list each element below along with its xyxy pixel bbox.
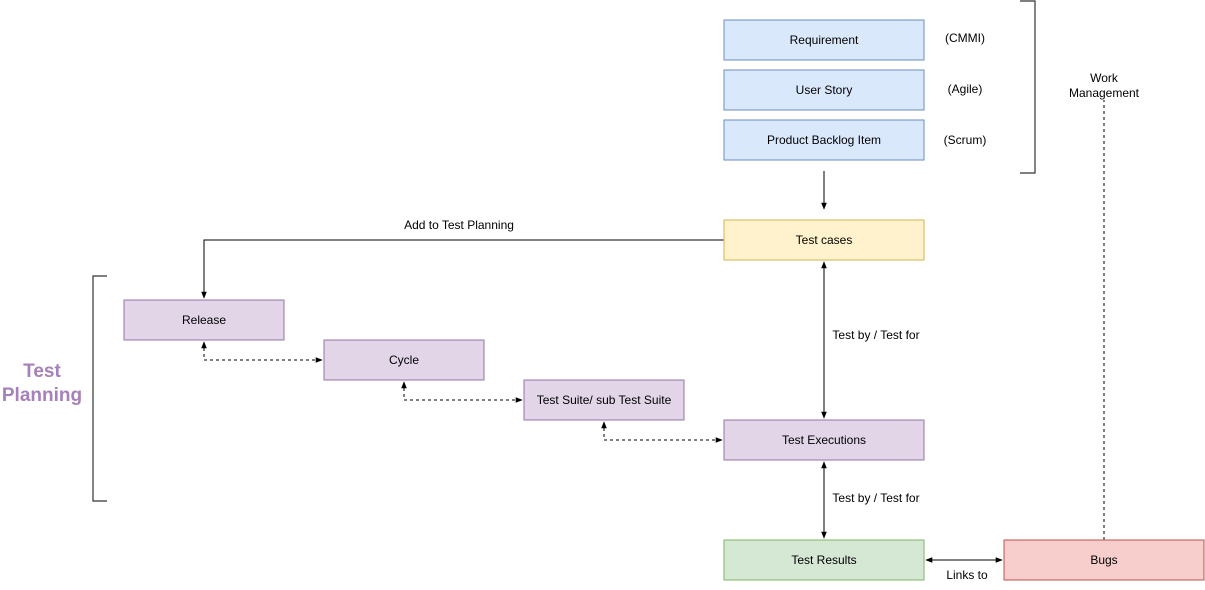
node-release[interactable]: Release <box>123 299 285 341</box>
node-product-backlog-item[interactable]: Product Backlog Item <box>723 119 925 161</box>
edge-testcases-to-release <box>201 239 724 299</box>
node-test-suite[interactable]: Test Suite/ sub Test Suite <box>523 379 685 421</box>
test-planning-heading-line1: Test <box>23 361 61 382</box>
node-test-results[interactable]: Test Results <box>723 539 925 581</box>
work-management-label-line2: Management <box>1069 86 1140 100</box>
product-backlog-item-label: Product Backlog Item <box>767 133 881 147</box>
work-management-label-line1: Work <box>1090 71 1119 85</box>
links-to-label: Links to <box>946 568 988 582</box>
test-planning-heading-line2: Planning <box>2 385 82 406</box>
test-by-test-for-label-2: Test by / Test for <box>832 491 919 505</box>
bugs-label: Bugs <box>1090 553 1117 567</box>
scrum-annotation: (Scrum) <box>944 133 987 147</box>
test-cases-label: Test cases <box>796 233 853 247</box>
requirement-label: Requirement <box>790 33 859 47</box>
cmmi-annotation: (CMMI) <box>945 31 985 45</box>
add-to-test-planning-label: Add to Test Planning <box>404 218 514 232</box>
cycle-label: Cycle <box>389 353 419 367</box>
node-bugs[interactable]: Bugs <box>1003 539 1205 581</box>
annotations: (CMMI) (Agile) (Scrum) Work Management A… <box>404 31 1140 582</box>
connectors <box>201 100 1105 563</box>
test-by-test-for-label-1: Test by / Test for <box>832 328 919 342</box>
cycle-box <box>323 339 485 381</box>
test-executions-label: Test Executions <box>782 433 866 447</box>
test-results-label: Test Results <box>791 553 856 567</box>
edge-cycle-suite <box>401 381 523 403</box>
node-user-story[interactable]: User Story <box>723 69 925 111</box>
test-results-box <box>723 539 925 581</box>
test-planning-heading: Test Planning <box>2 361 82 406</box>
test-cases-box <box>723 219 925 261</box>
agile-annotation: (Agile) <box>948 82 983 96</box>
bugs-box <box>1003 539 1205 581</box>
product-backlog-item-box <box>723 119 925 161</box>
release-label: Release <box>182 313 226 327</box>
test-suite-label: Test Suite/ sub Test Suite <box>537 393 672 407</box>
requirement-box <box>723 19 925 61</box>
work-management-bracket <box>1020 0 1036 174</box>
test-planning-bracket <box>92 275 107 502</box>
node-requirement[interactable]: Requirement <box>723 19 925 61</box>
edge-release-cycle <box>201 341 323 363</box>
node-test-cases[interactable]: Test cases <box>723 219 925 261</box>
user-story-label: User Story <box>796 83 853 97</box>
node-cycle[interactable]: Cycle <box>323 339 485 381</box>
user-story-box <box>723 69 925 111</box>
test-suite-box <box>523 379 685 421</box>
release-box <box>123 299 285 341</box>
node-test-executions[interactable]: Test Executions <box>723 419 925 461</box>
edge-suite-executions <box>601 421 723 443</box>
test-executions-box <box>723 419 925 461</box>
